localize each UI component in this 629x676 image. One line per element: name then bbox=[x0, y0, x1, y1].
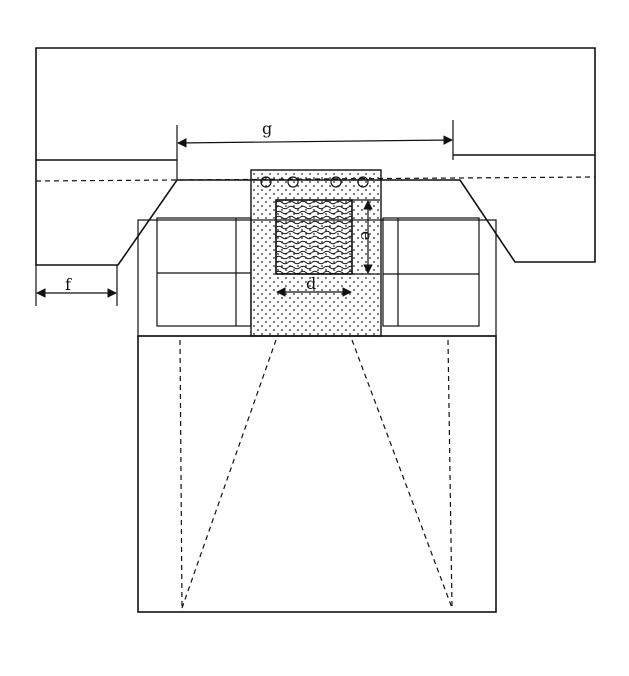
dimension-e: e bbox=[352, 199, 380, 275]
dimension-d: d bbox=[276, 274, 352, 297]
dimension-label-d: d bbox=[306, 274, 316, 293]
right-panel bbox=[382, 217, 480, 327]
dimension-label-g: g bbox=[262, 119, 272, 138]
wavy-core bbox=[275, 199, 353, 275]
bolt-hole bbox=[287, 176, 299, 188]
bolt-hole bbox=[260, 176, 272, 188]
dimension-label-e: e bbox=[357, 231, 376, 240]
lower-body bbox=[137, 335, 497, 613]
dimension-f: f bbox=[35, 265, 118, 306]
bolt-hole bbox=[330, 176, 342, 188]
central-plate bbox=[250, 169, 382, 337]
dimension-g: g bbox=[176, 119, 454, 180]
bolt-hole bbox=[357, 176, 369, 188]
left-panel bbox=[156, 217, 252, 327]
dimension-label-f: f bbox=[65, 275, 72, 294]
